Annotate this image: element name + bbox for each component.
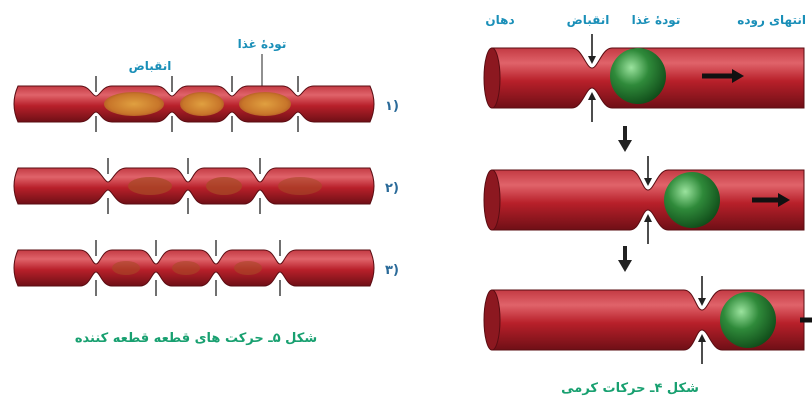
peristalsis-tube-2 [484,156,804,244]
arrow-down-icon [618,140,632,152]
segmentation-tube-1 [14,76,374,132]
label-food-mass: تودهٔ غذا [238,37,287,52]
label-mouth: دهان [485,13,514,27]
food-mass-ball [720,292,776,348]
caption-segmentation: شکل ۵ـ حرکت های قطعه قطعه کننده [75,331,317,346]
segmentation-tube-3 [14,240,374,296]
peristalsis-tube-1 [484,34,804,122]
food-mass-ball [664,172,720,228]
peristalsis-tube-3 [484,276,812,364]
label-contraction: انقباض [129,59,172,73]
label-contraction: انقباض [567,13,610,27]
label-food-mass: تودهٔ غذا [632,13,681,28]
arrow-down-icon [618,260,632,272]
row-number-2: ۲) [385,181,399,196]
row-number-3: ۳) [385,263,399,278]
row-number-1: ۱) [385,99,399,114]
food-mass-ball [610,48,666,104]
peristalsis-figure: انتهای روده تودهٔ غذا انقباض دهان [484,13,812,396]
segmentation-tube-2 [14,158,374,214]
caption-peristalsis: شکل ۴ـ حرکات کرمی [561,381,699,396]
label-intestine-end: انتهای روده [737,13,806,28]
segmentation-figure: انقباض تودهٔ غذا ۱) [14,37,399,346]
